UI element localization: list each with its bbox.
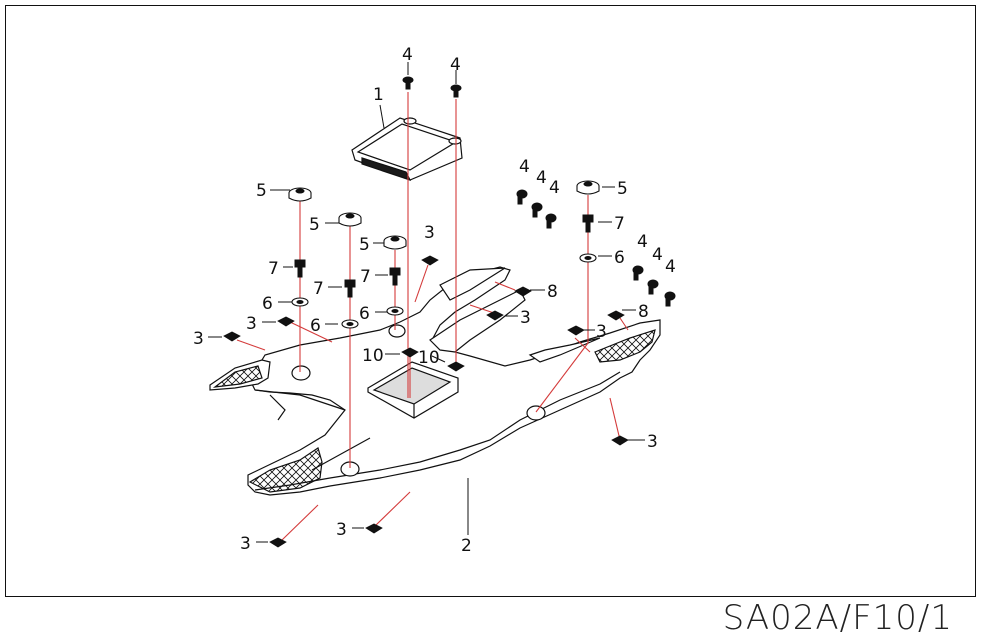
callout-3: 3 xyxy=(647,432,658,452)
callout-3: 3 xyxy=(240,534,251,554)
clip-icon xyxy=(223,331,241,342)
callout-6: 6 xyxy=(262,294,273,314)
diagram-frame xyxy=(5,5,976,597)
clip-icon xyxy=(401,347,419,358)
callout-labels: 1 2 4 4 4 4 4 4 4 4 5 5 5 5 7 7 7 7 6 6 … xyxy=(193,45,676,556)
callout-leaders xyxy=(208,62,645,543)
clip-icon xyxy=(607,310,625,321)
callout-4: 4 xyxy=(549,178,560,198)
grommet-icon xyxy=(338,212,362,227)
callout-4: 4 xyxy=(665,257,676,277)
callout-7: 7 xyxy=(360,267,371,287)
callout-1: 1 xyxy=(373,85,384,105)
screw-icon xyxy=(450,84,462,98)
bolt-parts-7 xyxy=(294,214,594,298)
callout-4: 4 xyxy=(536,168,547,188)
callout-7: 7 xyxy=(313,279,324,299)
leader-lines xyxy=(236,92,629,541)
clip-icon xyxy=(514,286,532,297)
bolt-icon xyxy=(294,259,306,278)
screw-icon xyxy=(402,76,414,90)
callout-10: 10 xyxy=(362,346,384,366)
clip-icon xyxy=(486,310,504,321)
washer-icon xyxy=(291,297,309,307)
callout-6: 6 xyxy=(359,304,370,324)
callout-8: 8 xyxy=(547,282,558,302)
callout-5: 5 xyxy=(617,179,628,199)
washer-icon xyxy=(579,253,597,263)
grommet-parts-5 xyxy=(288,180,600,250)
screw-icon xyxy=(647,279,659,295)
callout-4: 4 xyxy=(519,157,530,177)
callout-3: 3 xyxy=(520,308,531,328)
washer-icon xyxy=(386,306,404,316)
bolt-icon xyxy=(389,267,401,286)
clip-icon xyxy=(365,523,383,534)
clip-icon xyxy=(567,325,585,336)
callout-3: 3 xyxy=(193,329,204,349)
bolt-icon xyxy=(582,214,594,233)
callout-10: 10 xyxy=(418,348,440,368)
clip-icon xyxy=(269,537,287,548)
callout-5: 5 xyxy=(256,181,267,201)
callout-7: 7 xyxy=(614,214,625,234)
clip-parts xyxy=(223,255,629,548)
screw-parts-4 xyxy=(402,76,676,307)
washer-icon xyxy=(341,319,359,329)
callout-8: 8 xyxy=(638,302,649,322)
grommet-icon xyxy=(288,187,312,202)
screw-icon xyxy=(664,291,676,307)
callout-7: 7 xyxy=(268,259,279,279)
clip-icon xyxy=(447,361,465,372)
callout-6: 6 xyxy=(310,316,321,336)
clip-icon xyxy=(421,255,439,266)
callout-4: 4 xyxy=(450,55,461,75)
screw-icon xyxy=(632,265,644,281)
diagram-code: SA02A/F10/1 xyxy=(722,598,953,638)
screw-icon xyxy=(545,213,557,229)
callout-4: 4 xyxy=(637,232,648,252)
washer-parts-6 xyxy=(291,253,597,329)
callout-6: 6 xyxy=(614,248,625,268)
callout-5: 5 xyxy=(359,235,370,255)
callout-3: 3 xyxy=(596,322,607,342)
grommet-icon xyxy=(383,235,407,250)
clip-icon xyxy=(611,435,629,446)
cover-part-1 xyxy=(351,117,463,182)
callout-5: 5 xyxy=(309,215,320,235)
screw-icon xyxy=(516,189,528,205)
callout-3: 3 xyxy=(424,223,435,243)
callout-4: 4 xyxy=(402,45,413,65)
screw-icon xyxy=(531,202,543,218)
callout-4: 4 xyxy=(652,245,663,265)
callout-2: 2 xyxy=(461,536,472,556)
floor-panel-part-2 xyxy=(209,266,661,496)
bolt-icon xyxy=(344,279,356,298)
clip-icon xyxy=(277,316,295,327)
callout-3: 3 xyxy=(246,314,257,334)
callout-3: 3 xyxy=(336,520,347,540)
grommet-icon xyxy=(576,180,600,195)
